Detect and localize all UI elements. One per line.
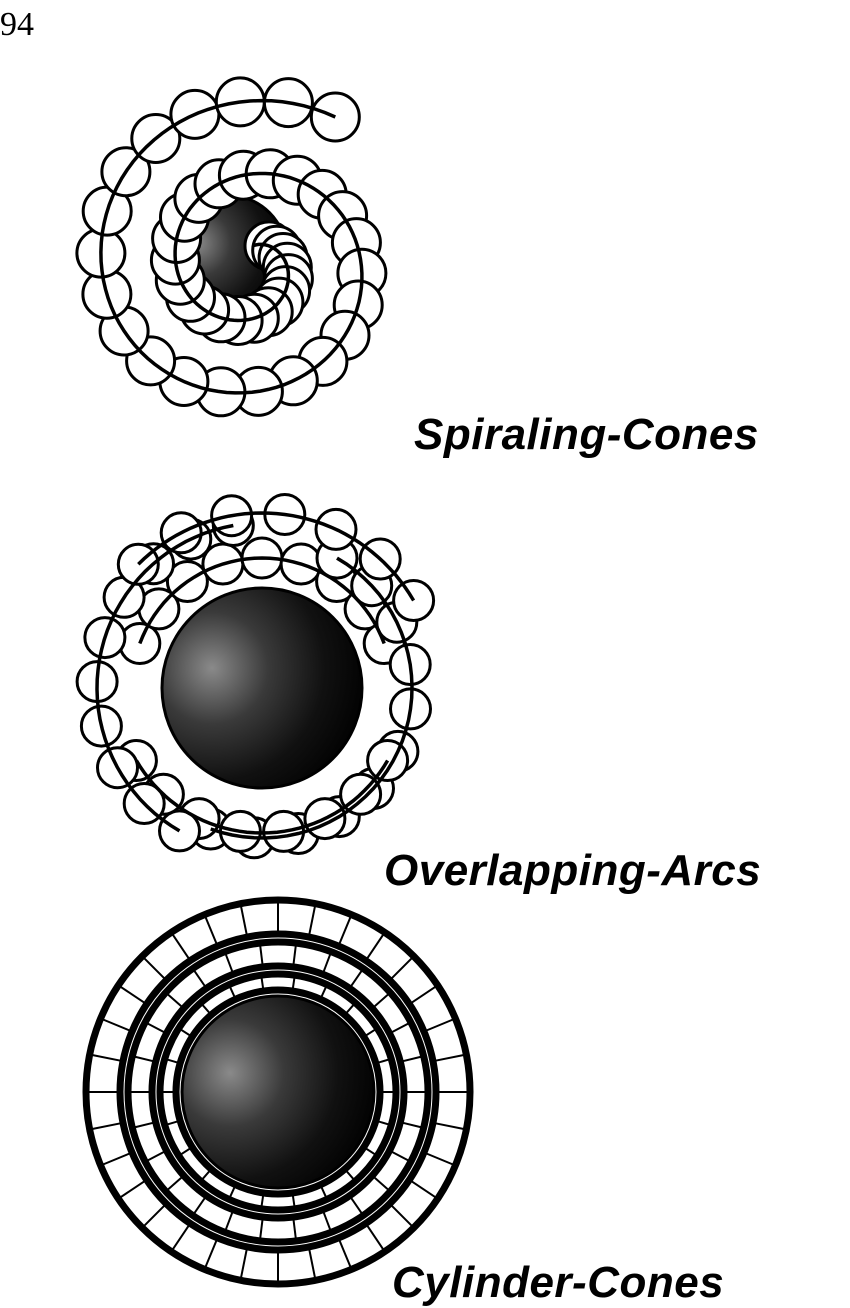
ring-spoke (117, 1178, 148, 1200)
ring-spoke (239, 903, 249, 938)
arc-path (210, 556, 414, 840)
ring-spoke (423, 1017, 456, 1033)
spiraling-cones-label: Spiraling-Cones (414, 410, 759, 459)
ring-spoke (144, 1021, 167, 1035)
ring-spoke (363, 1027, 378, 1038)
ring-spoke (170, 1222, 192, 1253)
ring-spoke (165, 1174, 185, 1193)
ring-spoke (164, 1057, 181, 1065)
ring-spoke (228, 984, 237, 1000)
ring-spoke (260, 1192, 265, 1209)
ring-spoke (239, 1246, 249, 1281)
ring-spoke (89, 1053, 124, 1063)
ring-spoke (408, 1178, 439, 1200)
ring-spoke (364, 1222, 386, 1253)
ring-spoke (371, 1174, 391, 1193)
ring-spoke (321, 951, 333, 975)
ring-spoke (348, 1195, 365, 1216)
ring-spoke (337, 914, 353, 947)
ring-spoke (389, 1149, 412, 1163)
cylinder-cones-diagram (82, 896, 474, 1288)
ring-spoke (291, 1192, 296, 1209)
ring-spoke (432, 1121, 467, 1131)
ring-spoke (363, 1146, 378, 1157)
ring-spoke (432, 1053, 467, 1063)
ring-spoke (165, 991, 185, 1010)
ring-spoke (423, 1151, 456, 1167)
ring-spoke (228, 1184, 237, 1200)
overlapping-arcs-diagram (75, 493, 436, 860)
ring-spoke (178, 1146, 193, 1157)
ring-spoke (258, 942, 264, 968)
cylinder-cones-label: Cylinder-Cones (392, 1258, 725, 1307)
ring-spoke (364, 931, 386, 962)
arc-path (137, 511, 416, 602)
ring-spoke (132, 1055, 156, 1063)
ring-spoke (292, 1216, 298, 1242)
ring-spoke (389, 1021, 412, 1035)
ring-spoke (223, 951, 235, 975)
ring-spoke (307, 903, 317, 938)
ring-spoke (100, 1017, 133, 1033)
overlapping-arcs-label: Overlapping-Arcs (384, 846, 762, 895)
ring-spoke (144, 1149, 167, 1163)
ring-spoke (348, 968, 365, 989)
ring-spoke (307, 1246, 317, 1281)
ring-spoke (319, 984, 328, 1000)
ring-spoke (164, 1119, 181, 1127)
ring-spoke (319, 1184, 328, 1200)
ring-spoke (203, 1237, 219, 1270)
ring-spoke (337, 1237, 353, 1270)
ring-spoke (400, 1121, 424, 1129)
ring-spoke (191, 968, 208, 989)
ring-spoke (375, 1119, 392, 1127)
ring-spoke (400, 1055, 424, 1063)
ring-spoke (260, 975, 265, 992)
ring-spoke (141, 955, 168, 982)
ring-spoke (199, 1002, 212, 1016)
photoreceptor-core (180, 994, 376, 1190)
spiral-path (99, 98, 364, 395)
ring-spoke (203, 914, 219, 947)
ring-spoke (223, 1209, 235, 1233)
ring-spoke (344, 1168, 357, 1182)
ring-spoke (178, 1027, 193, 1038)
ring-spoke (321, 1209, 333, 1233)
spiraling-cones-diagram (75, 76, 388, 418)
ring-spoke (141, 1202, 168, 1229)
ring-spoke (408, 984, 439, 1006)
ring-spoke (132, 1121, 156, 1129)
page-number: 94 (0, 6, 34, 43)
ring-spoke (371, 991, 391, 1010)
ring-spoke (89, 1121, 124, 1131)
ring-spoke (199, 1168, 212, 1182)
ring-spoke (291, 975, 296, 992)
arc-path (138, 556, 386, 645)
ring-spoke (388, 955, 415, 982)
ring-spoke (117, 984, 148, 1006)
arc-paths (95, 511, 416, 840)
ring-spoke (292, 942, 298, 968)
arc-path (134, 759, 390, 835)
ring-spoke (388, 1202, 415, 1229)
ring-spoke (100, 1151, 133, 1167)
ring-spoke (258, 1216, 264, 1242)
ring-spoke (375, 1057, 392, 1065)
ring-spoke (170, 931, 192, 962)
photoreceptor-core (160, 586, 364, 790)
arc-path (95, 523, 234, 833)
ring-spoke (191, 1195, 208, 1216)
ring-spoke (344, 1002, 357, 1016)
